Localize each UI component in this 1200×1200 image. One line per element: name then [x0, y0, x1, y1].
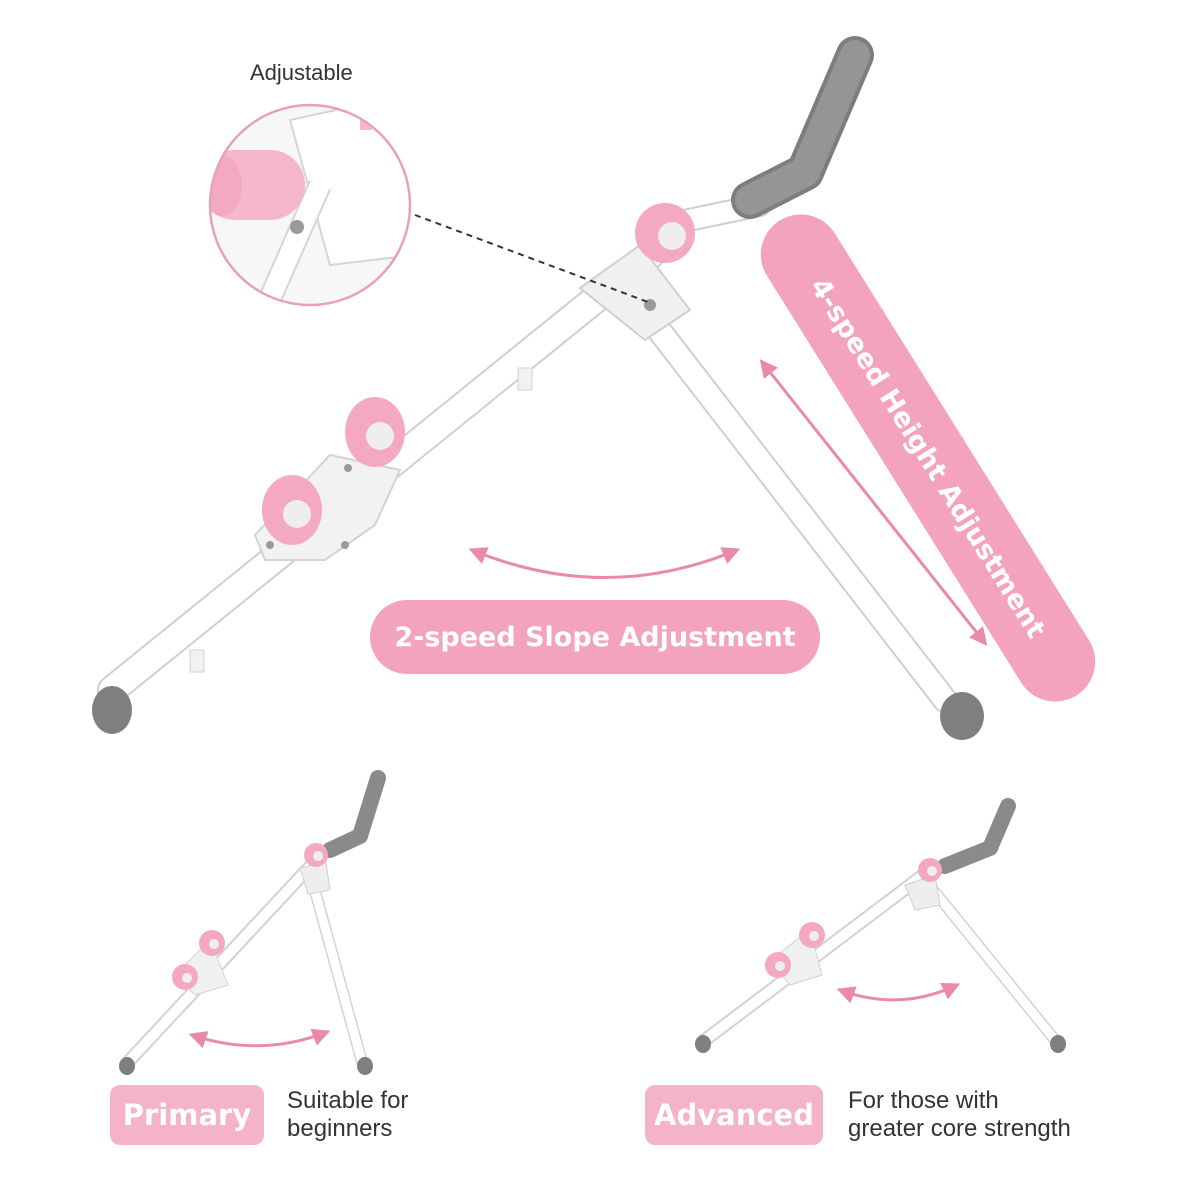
- advanced-description-line-2: greater core strength: [848, 1115, 1071, 1142]
- magnifier-callout-icon: [208, 103, 412, 307]
- slope-adjustment-label: 2-speed Slope Adjustment: [394, 621, 796, 653]
- advanced-mode-badge: Advanced: [645, 1085, 823, 1145]
- advanced-arrow-icon: [836, 983, 961, 1004]
- roller-top: [635, 203, 695, 263]
- primary-description-line-2: beginners: [287, 1115, 393, 1142]
- advanced-mode-label: Advanced: [654, 1098, 814, 1132]
- primary-machine: [119, 770, 386, 1075]
- slope-arrow-icon: [468, 547, 741, 579]
- slope-adjustment-badge: 2-speed Slope Adjustment: [370, 600, 820, 674]
- callout-label: Adjustable: [250, 60, 353, 85]
- primary-description-line-1: Suitable for: [287, 1087, 409, 1114]
- primary-mode-label: Primary: [122, 1098, 252, 1132]
- height-arrow-icon: [759, 359, 988, 646]
- roller-mid: [345, 397, 405, 467]
- primary-arrow-icon: [188, 1028, 331, 1049]
- roller-low: [262, 475, 322, 545]
- advanced-machine: [695, 798, 1066, 1053]
- advanced-description-line-1: For those with: [848, 1087, 999, 1114]
- primary-mode-badge: Primary: [110, 1085, 264, 1145]
- main-ab-machine: [92, 36, 984, 740]
